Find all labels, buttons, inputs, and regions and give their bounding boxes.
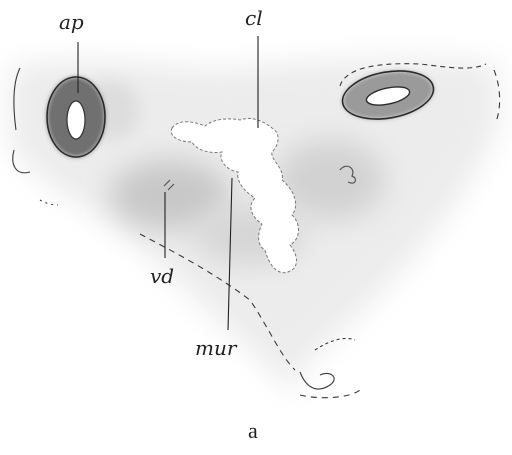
label-cl: cl [245, 8, 263, 28]
label-vd: vd [150, 266, 174, 286]
label-mur: mur [195, 338, 236, 358]
left-duct [47, 77, 105, 157]
label-ap: ap [59, 12, 84, 32]
figure-caption: a [248, 420, 258, 442]
